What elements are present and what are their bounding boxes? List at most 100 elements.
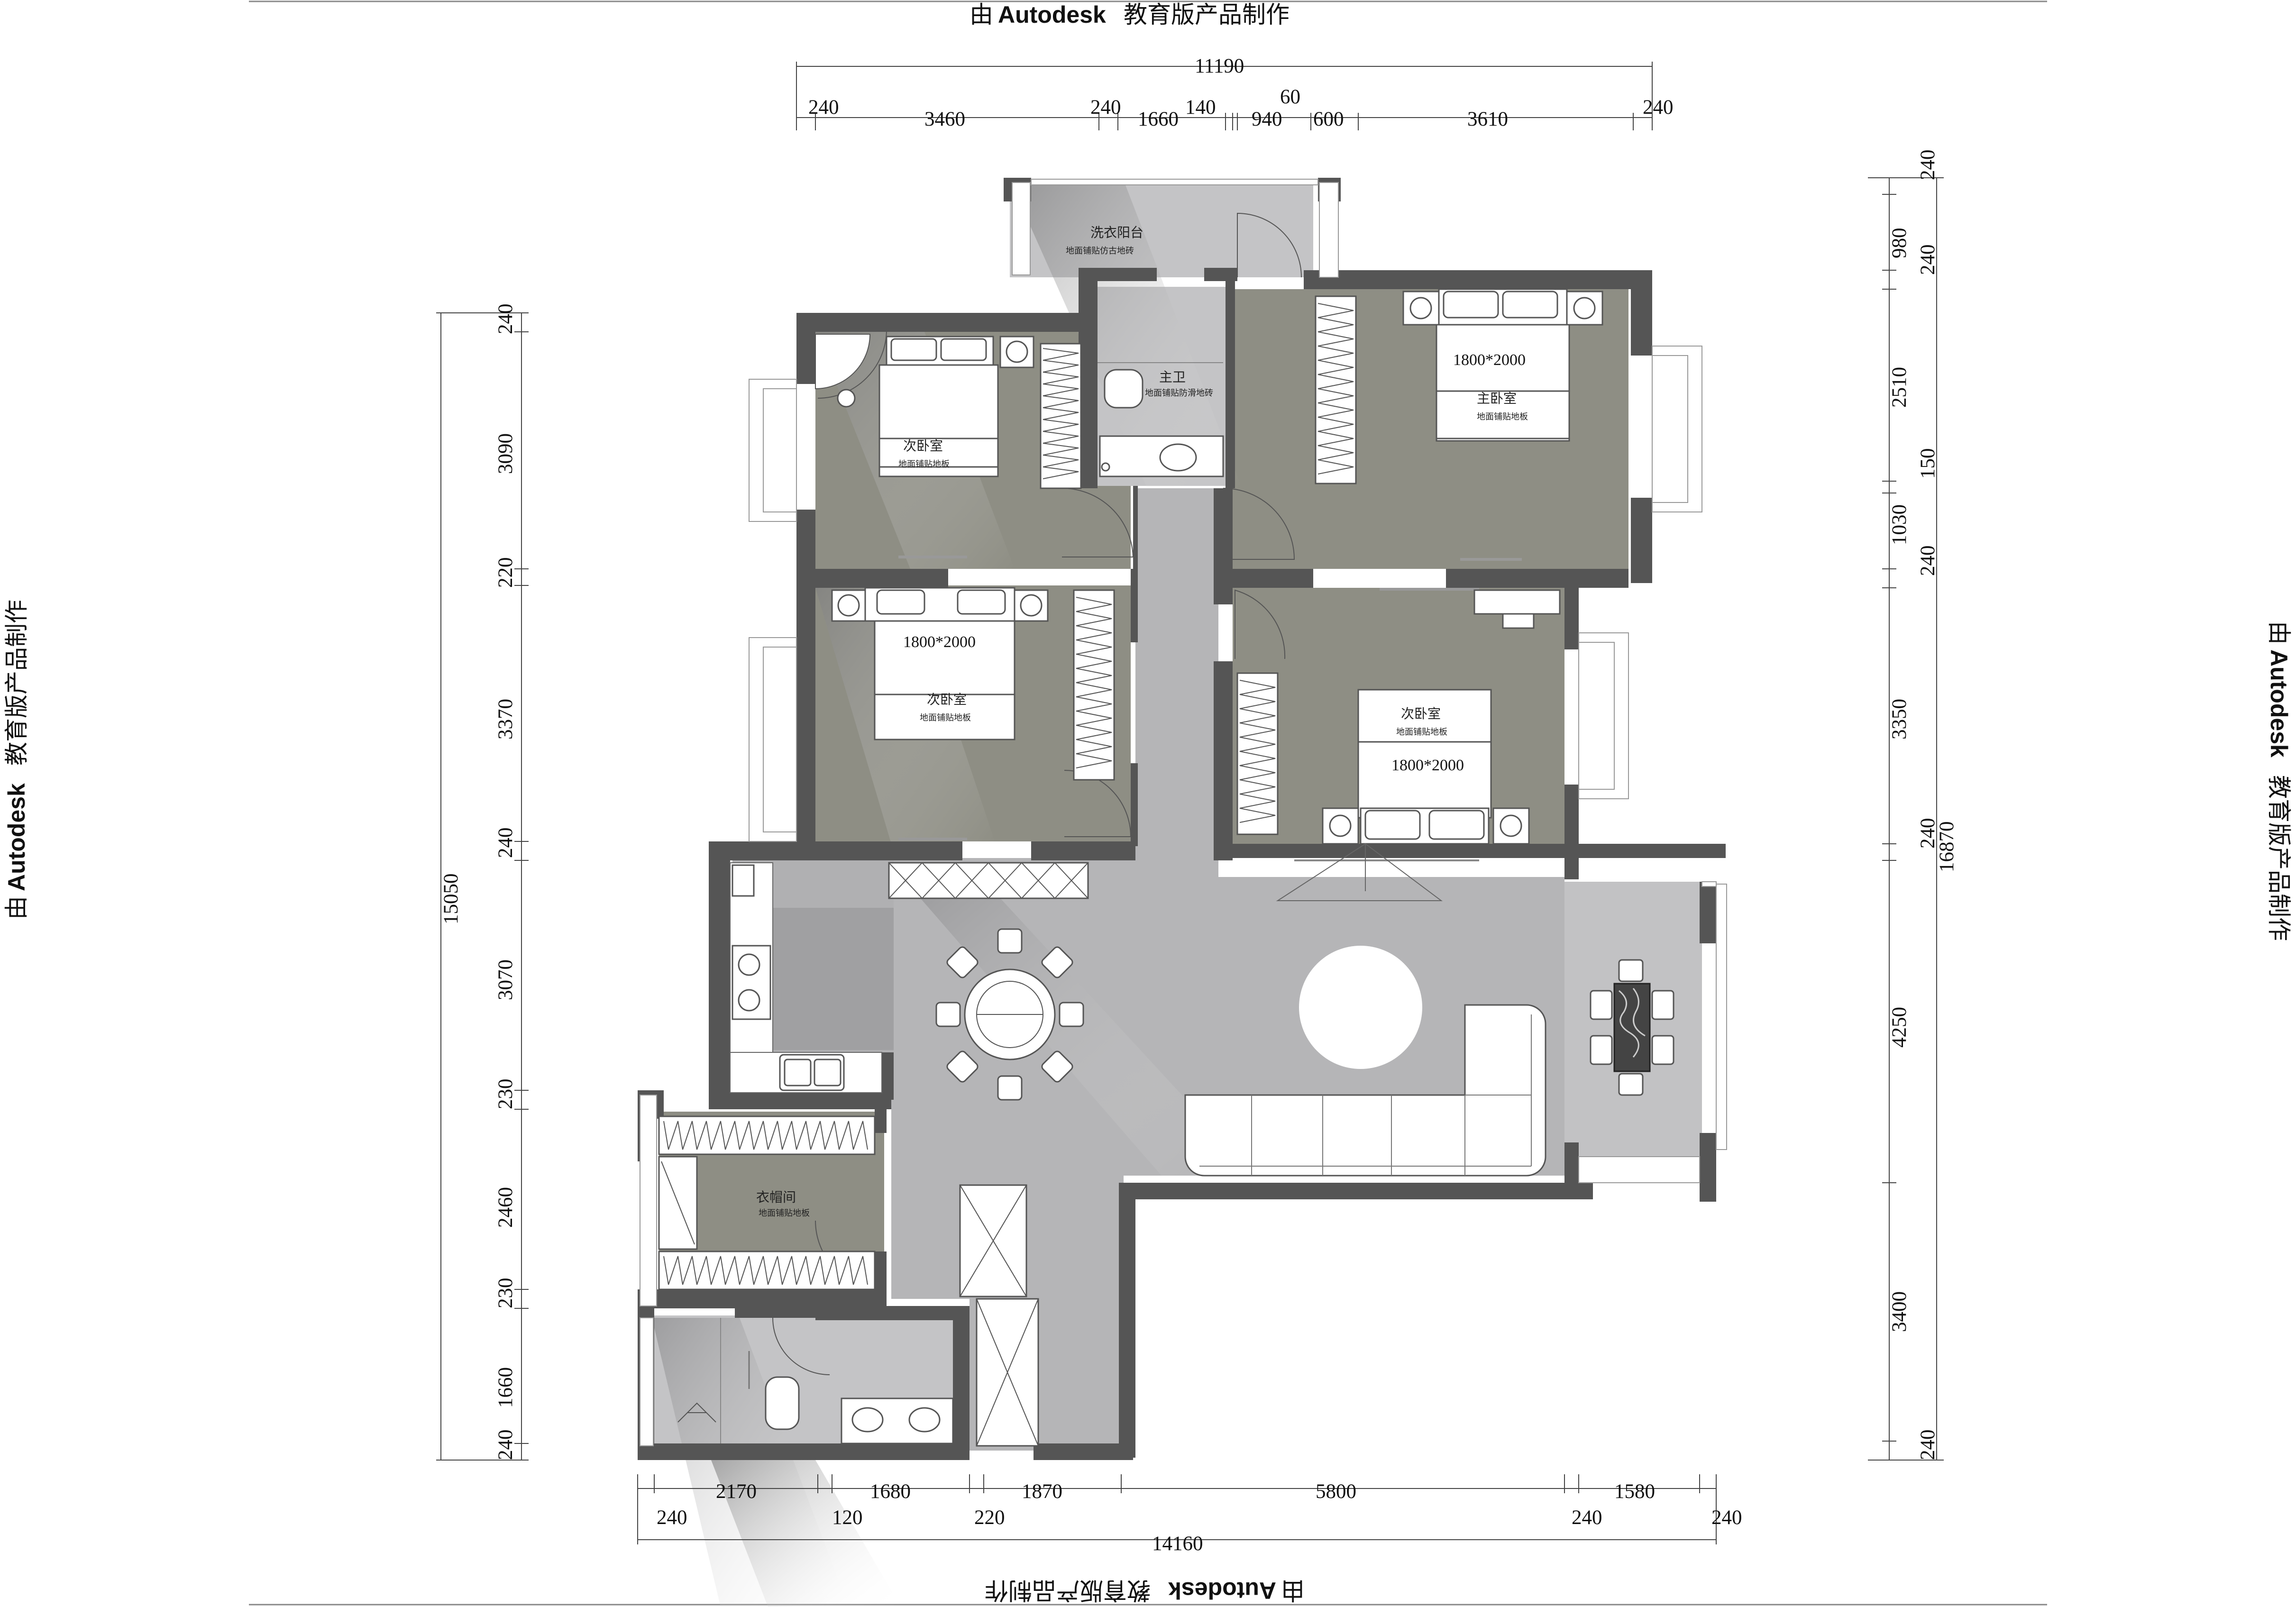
dining-set — [935, 928, 1084, 1101]
svg-text:120: 120 — [832, 1507, 863, 1529]
svg-text:240: 240 — [1711, 1507, 1742, 1529]
walls — [638, 178, 1726, 1460]
svg-text:3350: 3350 — [1888, 699, 1911, 740]
svg-text:11190: 11190 — [1195, 55, 1244, 77]
svg-text:240: 240 — [1917, 150, 1939, 181]
svg-text:2460: 2460 — [494, 1187, 517, 1228]
bed-size-bedroom-b: 1800*2000 — [903, 633, 976, 651]
label-laundry-balcony: 洗衣阳台 — [1090, 225, 1143, 240]
svg-text:教育版产品制作: 教育版产品制作 — [1124, 1, 1290, 28]
svg-text:240: 240 — [657, 1507, 687, 1529]
label-bedroom-c-sub: 地面铺贴地板 — [1396, 727, 1447, 737]
svg-text:220: 220 — [974, 1507, 1005, 1529]
dimension-labels-bottom: 2170 1680 1870 5800 1580 240 120 220 240… — [657, 1480, 1742, 1555]
svg-text:240: 240 — [1917, 818, 1939, 849]
svg-text:3070: 3070 — [494, 959, 517, 1000]
svg-text:980: 980 — [1888, 228, 1911, 259]
living-set — [1184, 843, 1546, 1177]
svg-text:240: 240 — [1917, 546, 1939, 576]
svg-text:Autodesk: Autodesk — [2266, 649, 2292, 758]
svg-text:5800: 5800 — [1316, 1480, 1356, 1503]
room-labels: 洗衣阳台 地面铺贴仿古地砖 主卫 地面铺贴防滑地砖 1800*2000 主卧室 … — [756, 225, 1528, 1218]
svg-text:15050: 15050 — [440, 874, 462, 925]
dimension-lines — [436, 62, 1944, 1544]
svg-text:Autodesk: Autodesk — [998, 1, 1106, 28]
master-bedroom-furniture — [1315, 288, 1603, 484]
label-laundry-sub: 地面铺贴仿古地砖 — [1066, 246, 1134, 256]
svg-text:由: 由 — [3, 896, 30, 920]
svg-text:1660: 1660 — [1138, 108, 1179, 130]
svg-text:14160: 14160 — [1152, 1533, 1203, 1555]
dimension-labels-top: 11190 240 3460 240 1660 140 60 940 600 3… — [808, 55, 1674, 130]
svg-text:240: 240 — [1917, 1430, 1939, 1461]
bedroom-a-furniture — [815, 334, 1082, 489]
svg-text:1030: 1030 — [1888, 504, 1911, 545]
svg-text:240: 240 — [1572, 1507, 1602, 1529]
svg-text:3400: 3400 — [1888, 1291, 1911, 1332]
label-bedroom-a: 次卧室 — [903, 438, 943, 454]
svg-text:1660: 1660 — [494, 1367, 517, 1408]
svg-text:3460: 3460 — [924, 108, 965, 130]
bed-size-bedroom-c: 1800*2000 — [1391, 757, 1464, 774]
bottom-bath-fixtures — [677, 1318, 954, 1444]
label-bedroom-b-sub: 地面铺贴地板 — [920, 713, 971, 722]
svg-text:240: 240 — [494, 1430, 517, 1461]
svg-text:Autodesk: Autodesk — [3, 783, 30, 891]
bedroom-c-furniture — [1236, 589, 1561, 845]
label-master-bedroom-sub: 地面铺贴地板 — [1477, 412, 1528, 421]
label-cloakroom-sub: 地面铺贴地板 — [759, 1208, 810, 1218]
dimension-labels-left: 15050 240 3090 220 3370 240 3070 230 246… — [440, 304, 517, 1461]
label-bedroom-a-sub: 地面铺贴地板 — [898, 459, 950, 469]
label-master-bath-sub: 地面铺贴防滑地砖 — [1145, 388, 1213, 398]
svg-text:240: 240 — [1643, 96, 1674, 119]
bed-size-master: 1800*2000 — [1453, 351, 1526, 369]
svg-text:2510: 2510 — [1888, 367, 1911, 408]
svg-text:600: 600 — [1313, 108, 1344, 130]
svg-text:220: 220 — [494, 557, 517, 588]
svg-text:16870: 16870 — [1936, 822, 1958, 873]
svg-text:3610: 3610 — [1467, 108, 1508, 130]
svg-text:240: 240 — [494, 304, 517, 335]
svg-text:教育版产品制作: 教育版产品制作 — [2266, 775, 2292, 941]
dimension-labels-right: 16870 240 980 240 2510 150 1030 240 3350… — [1888, 150, 1958, 1461]
watermark-right: 由 Autodesk 教育版产品制作 — [2266, 621, 2292, 941]
bedroom-b-furniture — [831, 587, 1115, 781]
svg-text:3370: 3370 — [494, 699, 517, 740]
svg-text:教育版产品制作: 教育版产品制作 — [3, 600, 30, 766]
svg-text:1680: 1680 — [870, 1480, 911, 1503]
master-bath-fixtures — [1098, 362, 1224, 477]
svg-text:240: 240 — [1090, 96, 1121, 119]
svg-text:230: 230 — [494, 1079, 517, 1110]
svg-text:150: 150 — [1917, 448, 1939, 479]
watermark-left: 由 Autodesk 教育版产品制作 — [3, 600, 30, 920]
svg-text:4250: 4250 — [1888, 1007, 1911, 1048]
balcony-dining-set — [1590, 959, 1674, 1096]
watermark-top: 由 Autodesk 教育版产品制作 — [970, 1, 1290, 28]
svg-text:Autodesk: Autodesk — [1168, 1577, 1276, 1604]
label-bedroom-b: 次卧室 — [927, 692, 967, 707]
svg-text:3090: 3090 — [494, 433, 517, 474]
svg-text:由: 由 — [2266, 621, 2292, 645]
label-bedroom-c: 次卧室 — [1401, 706, 1441, 721]
shadow-overlays — [652, 180, 1256, 1607]
svg-text:240: 240 — [808, 96, 839, 119]
svg-text:1870: 1870 — [1022, 1480, 1062, 1503]
label-master-bath: 主卫 — [1159, 370, 1186, 385]
cloakroom-furniture — [658, 1115, 876, 1290]
svg-text:230: 230 — [494, 1278, 517, 1309]
svg-text:由: 由 — [970, 1, 993, 28]
svg-text:240: 240 — [1917, 245, 1939, 275]
label-master-bedroom: 主卧室 — [1477, 391, 1517, 406]
svg-text:140: 140 — [1185, 96, 1216, 119]
svg-text:教育版产品制作: 教育版产品制作 — [985, 1577, 1151, 1604]
windows — [640, 179, 1727, 1446]
watermark-bottom: 由 Autodesk 教育版产品制作 — [985, 1577, 1305, 1604]
tall-cabinets — [959, 1184, 1039, 1447]
kitchen-fixtures — [730, 862, 1089, 1093]
svg-text:240: 240 — [494, 828, 517, 858]
svg-text:60: 60 — [1280, 86, 1300, 108]
svg-text:940: 940 — [1252, 108, 1282, 130]
svg-text:由: 由 — [1281, 1577, 1305, 1604]
svg-text:2170: 2170 — [716, 1480, 757, 1503]
